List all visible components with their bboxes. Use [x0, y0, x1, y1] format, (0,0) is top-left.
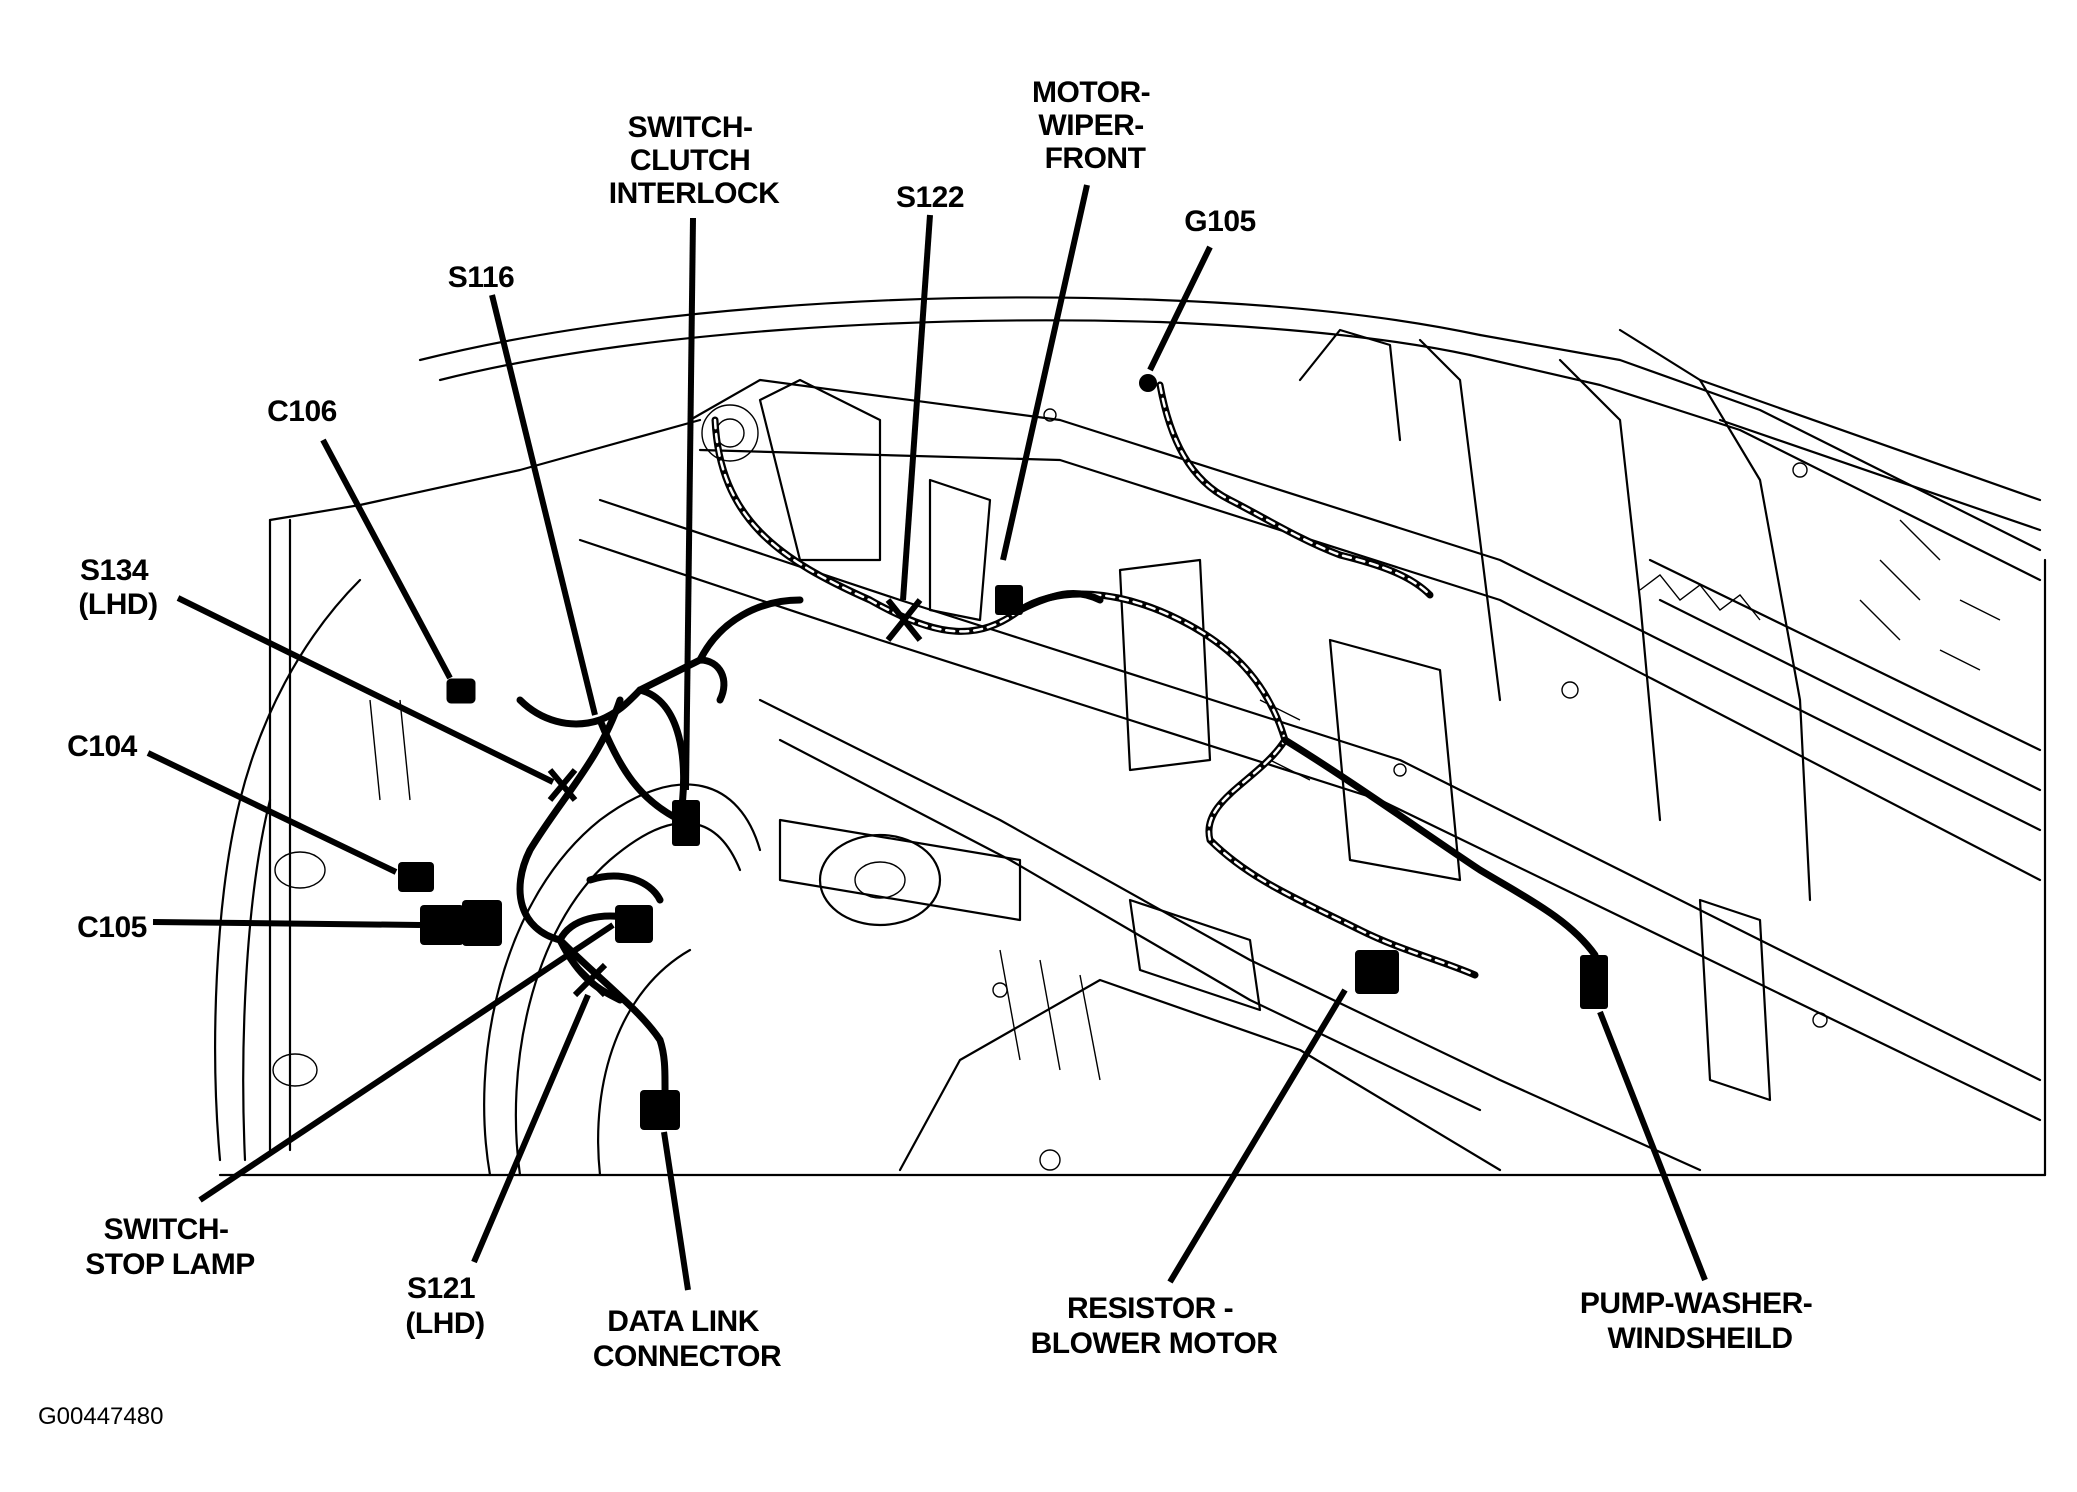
leader-lines [146, 184, 1708, 1291]
leader-s122 [900, 214, 933, 601]
splice-markers [547, 598, 923, 998]
leader-pump-washer-windsheild [1597, 1010, 1708, 1282]
label-s122: S122 [896, 181, 964, 214]
label-motor-wiper-front: MOTOR- WIPER- FRONT [1032, 76, 1158, 175]
connector-c106 [446, 678, 476, 704]
leader-s121 [471, 993, 591, 1264]
splice-s121-mark [572, 962, 608, 998]
connector-data-link [640, 1090, 680, 1130]
connector-clutch-interlock [672, 800, 700, 846]
leader-switch-clutch-interlock [683, 217, 696, 791]
ground-g105 [1139, 374, 1157, 392]
label-resistor-blower-motor: RESISTOR - BLOWER MOTOR [1031, 1292, 1279, 1360]
leader-g105 [1147, 245, 1213, 372]
labels: SWITCH- CLUTCH INTERLOCK MOTOR- WIPER- F… [38, 76, 1820, 1430]
connector-pump-washer [1580, 955, 1608, 1009]
label-switch-stop-lamp: SWITCH- STOP LAMP [85, 1213, 254, 1281]
vehicle-structure [214, 296, 2047, 1177]
label-s134: S134 (LHD) [78, 554, 157, 621]
label-c105: C105 [77, 911, 147, 944]
wiring-harness [516, 381, 1599, 1124]
connector-c105b [462, 900, 502, 946]
leader-c106 [320, 438, 453, 680]
label-pump-washer-windsheild: PUMP-WASHER- WINDSHEILD [1580, 1287, 1820, 1355]
splice-s122-mark [885, 598, 923, 642]
leader-c105 [152, 919, 421, 928]
label-s121: S121 (LHD) [405, 1272, 484, 1340]
connectors [398, 374, 1608, 1130]
leader-resistor-blower-motor [1167, 988, 1348, 1284]
label-s116: S116 [448, 261, 514, 294]
connector-c105 [420, 905, 464, 945]
label-c104: C104 [67, 730, 138, 763]
leader-switch-stop-lamp [198, 922, 615, 1203]
figure-id: G00447480 [38, 1403, 163, 1430]
label-switch-clutch-interlock: SWITCH- CLUTCH INTERLOCK [609, 111, 780, 210]
connector-wiper-motor [995, 585, 1023, 615]
leader-motor-wiper-front [1000, 184, 1090, 561]
splice-s134-mark [547, 768, 578, 802]
leader-s116 [489, 294, 598, 716]
leader-s134 [176, 595, 555, 785]
label-c106: C106 [267, 395, 337, 428]
connector-resistor-blower [1355, 950, 1399, 994]
label-g105: G105 [1184, 205, 1255, 238]
leader-c104 [146, 750, 398, 875]
connector-stop-lamp [615, 905, 653, 943]
connector-c104 [398, 862, 434, 892]
leader-data-link-connector [661, 1131, 691, 1291]
label-data-link-connector: DATA LINK CONNECTOR [593, 1305, 782, 1373]
